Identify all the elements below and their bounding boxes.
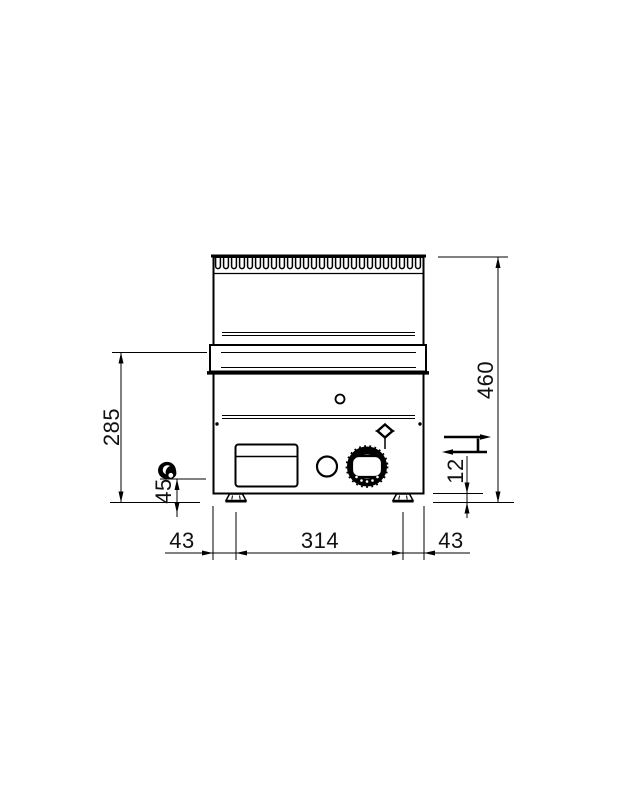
dim-label-45: 45 [151, 478, 176, 503]
dim-label-460: 460 [473, 361, 498, 399]
foot-right [391, 493, 415, 503]
dim-worktop-height: 285 [99, 352, 207, 503]
foot-left [224, 493, 248, 503]
gas-valve-diamond-icon [375, 422, 395, 449]
push-button [315, 455, 339, 478]
dim-total-height: 460 [438, 256, 508, 503]
appliance-body [207, 254, 429, 503]
dim-label-43-left: 43 [169, 528, 194, 553]
knob-pointer [369, 449, 379, 457]
griddle-plate-band [207, 344, 429, 375]
ribbed-top-edge [211, 254, 426, 275]
gas-connection-flame-icon [158, 461, 177, 480]
knob-scale-dots [355, 475, 379, 483]
panel-screws [215, 422, 422, 426]
dim-label-12: 12 [443, 458, 468, 483]
grease-drawer [234, 443, 299, 488]
dim-bottom-chain: 43 314 43 [165, 506, 470, 560]
dim-gas-connection-height: 45 [151, 461, 206, 517]
panel-groove-lines [222, 415, 415, 419]
rib-slots [214, 258, 423, 271]
connection-in-out-arrows-icon [442, 434, 491, 455]
knob-grip [350, 454, 384, 479]
knob-scallop-edge [345, 445, 389, 488]
splash-guard-lines [222, 332, 415, 336]
dim-label-285: 285 [99, 408, 124, 446]
dim-foot-clearance: 12 [433, 456, 514, 518]
control-knob [345, 445, 389, 488]
pilot-lamp [334, 393, 346, 405]
dim-label-43-right: 43 [438, 528, 463, 553]
dim-label-314: 314 [301, 528, 339, 553]
